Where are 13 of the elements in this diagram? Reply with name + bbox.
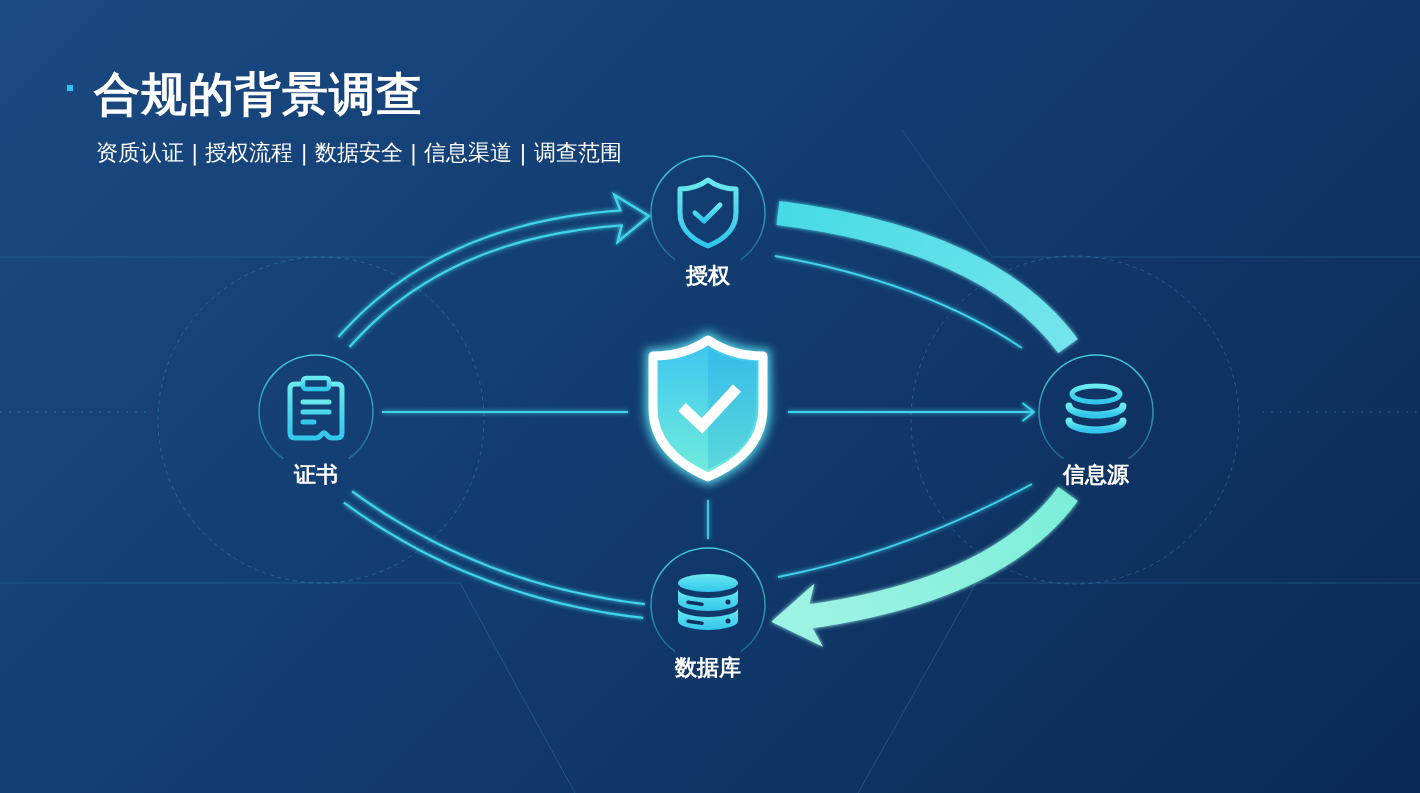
double-curved-line — [342, 490, 646, 619]
node-label: 授权 — [686, 263, 730, 289]
curved-line — [777, 483, 1033, 578]
curved-line — [774, 255, 1023, 349]
node-label: 证书 — [294, 462, 338, 488]
thick-curved-line — [776, 201, 1078, 354]
line — [381, 411, 629, 413]
title: 合规的背景调查 — [94, 66, 423, 123]
node-label: 信息源 — [1063, 462, 1129, 488]
arrow — [787, 402, 1035, 422]
node-label: 数据库 — [675, 655, 741, 681]
line — [707, 499, 709, 540]
subtitle: 资质认证 | 授权流程 | 数据安全 | 信息渠道 | 调查范围 — [96, 139, 622, 168]
